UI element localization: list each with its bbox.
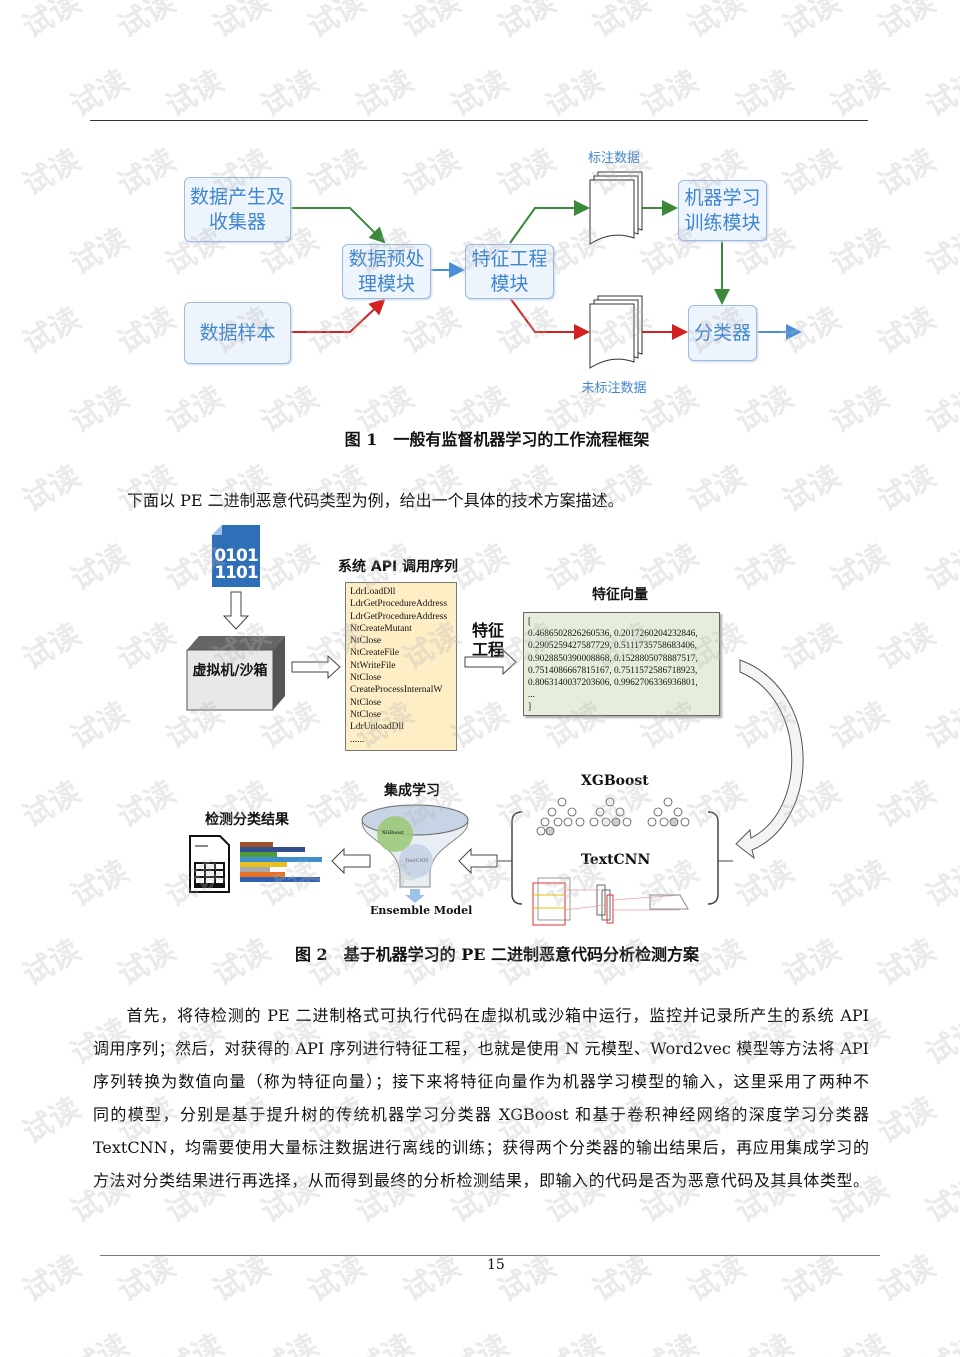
header-rule [90, 120, 868, 121]
ensemble-textcnn-label: TextCNN [405, 858, 429, 864]
binary-file-icon [212, 525, 260, 587]
watermark: 试读 [397, 1248, 467, 1310]
api-call-item: NtCreateMutant [350, 623, 412, 634]
textcnn-label: TextCNN [581, 852, 651, 868]
body-text-line: 同的模型，分别是基于提升树的传统机器学习分类器 XGBoost 和基于卷积神经网… [93, 1105, 869, 1124]
body-text-line: 调用序列；然后，对获得的 API 序列进行特征工程，也就是使用 N 元模型、Wo… [93, 1039, 869, 1058]
preprocess-box: 数据预处理模块 [342, 244, 431, 299]
watermark: 试读 [302, 1248, 372, 1310]
model-bracket [511, 811, 719, 905]
watermark: 试读 [207, 1248, 277, 1310]
feature-vector-line: 0.8063140037203606, 0.9962706336936801, [528, 678, 698, 689]
ensemble-xgboost-label: XGBoost [382, 830, 404, 836]
watermark: 试读 [156, 1321, 230, 1357]
feature-vector-line: [ [528, 617, 532, 627]
unlabeled-data-label: 未标注数据 [581, 381, 647, 396]
watermark: 试读 [920, 1169, 960, 1231]
right-arrow-icon [464, 648, 517, 676]
watermark: 试读 [251, 1321, 325, 1357]
vm-sandbox-box [186, 636, 285, 711]
watermark: 试读 [920, 1011, 960, 1073]
left-arrow-icon [458, 847, 498, 875]
result-table-icon [189, 835, 230, 893]
figure-1-caption: 图 1 一般有监督机器学习的工作流程框架 [344, 430, 650, 449]
ml-training-box: 机器学习训练模块 [678, 180, 767, 241]
watermark: 试读 [682, 1248, 752, 1310]
vm-sandbox-label: 虚拟机/沙箱 [192, 663, 268, 679]
watermark: 试读 [17, 1090, 87, 1152]
watermark: 试读 [492, 1248, 562, 1310]
labeled-data-label: 标注数据 [587, 151, 641, 166]
result-title: 检测分类结果 [205, 812, 289, 828]
feature-vector-line: 0.2905259427587729, 0.5111735758683406, [528, 641, 697, 652]
feature-engineering-label: 特征工程 [472, 621, 505, 659]
down-arrow-icon [222, 591, 250, 630]
classifier-box: 分类器 [688, 305, 757, 361]
watermark: 试读 [872, 1090, 942, 1152]
watermark: 试读 [726, 1321, 800, 1357]
watermark: 试读 [346, 1321, 420, 1357]
footer-rule [100, 1255, 880, 1256]
watermark: 试读 [631, 1321, 705, 1357]
watermark: 试读 [777, 1248, 847, 1310]
unlabeled-data-doc-icon [589, 295, 643, 369]
left-arrow-icon [331, 847, 371, 875]
api-call-item: LdrUnloadDll [350, 722, 404, 733]
feature-engineering-box: 特征工程模块 [465, 244, 554, 299]
feature-vector-line: ... [528, 690, 535, 701]
xgboost-label: XGBoost [581, 773, 649, 789]
page-number: 15 [487, 1257, 505, 1273]
feature-vector-line: 0.4686502826260536, 0.2017260204232846, [528, 629, 698, 640]
right-arrow-icon [291, 654, 341, 680]
api-call-item: NtClose [350, 673, 382, 684]
body-text-line: TextCNN，均需要使用大量标注数据进行离线的训练；获得两个分类器的输出结果后… [93, 1138, 869, 1157]
api-call-item: LdrGetProcedureAddress [350, 611, 448, 622]
feature-vector-box: [0.4686502826260536, 0.2017260204232846,… [523, 612, 720, 716]
figure-2-graphics [186, 525, 804, 926]
api-sequence-title: 系统 API 调用序列 [338, 559, 459, 575]
watermark: 试读 [872, 1248, 942, 1310]
watermark: 试读 [17, 1248, 87, 1310]
body-text-line: 方法对分类结果进行再选择，从而得到最终的分析检测结果，即输入的代码是否为恶意代码… [93, 1171, 869, 1190]
intro-paragraph: 下面以 PE 二进制恶意代码类型为例，给出一个具体的技术方案描述。 [127, 491, 624, 510]
curved-arrow-icon [735, 659, 804, 860]
feature-vector-line: ] [528, 702, 532, 713]
xgboost-trees-icon [536, 797, 690, 836]
feature-vector-line: 0.9028850390008868, 0.1528805078887517, [528, 653, 698, 664]
watermark: 试读 [112, 1248, 182, 1310]
api-call-item: LdrGetProcedureAddress [350, 599, 448, 610]
ensemble-model-label: Ensemble Model [370, 904, 473, 917]
ensemble-funnel-icon [361, 804, 469, 903]
api-call-item: NtClose [350, 636, 382, 647]
api-call-item: LdrLoadDll [350, 587, 396, 597]
watermark: 试读 [61, 1321, 135, 1357]
figure-2-caption: 图 2 基于机器学习的 PE 二进制恶意代码分析检测方案 [294, 945, 700, 964]
watermark: 试读 [587, 1248, 657, 1310]
body-text-line: 序列转换为数值向量（称为特征向量）；接下来将特征向量作为机器学习模型的输入，这里… [93, 1072, 869, 1091]
watermark: 试读 [916, 1321, 960, 1357]
body-text-line: 首先，将待检测的 PE 二进制格式可执行代码在虚拟机或沙箱中运行，监控并记录所产… [93, 1006, 869, 1025]
api-call-item: NtClose [350, 709, 382, 720]
result-bars-icon [240, 842, 322, 882]
watermark: 试读 [821, 1321, 895, 1357]
data-sample-box: 数据样本 [184, 302, 291, 364]
api-call-item: ...... [350, 734, 365, 745]
labeled-data-doc-icon [589, 171, 643, 245]
api-call-item: NtCreateFile [350, 648, 400, 659]
api-call-item: CreateProcessInternalW [350, 685, 443, 696]
api-call-item: NtClose [350, 697, 382, 708]
binary-file-label: 0101 1101 [214, 546, 258, 583]
feature-vector-title: 特征向量 [592, 587, 648, 603]
watermark: 试读 [441, 1321, 515, 1357]
textcnn-graphic [532, 877, 689, 926]
feature-vector-line: 0.7514086667815167, 0.7511572586718923, [528, 665, 698, 676]
watermark: 试读 [536, 1321, 610, 1357]
figure-1-arrows [290, 171, 802, 369]
data-generation-box: 数据产生及收集器 [184, 177, 291, 242]
api-call-item: NtWriteFile [350, 660, 396, 671]
ensemble-learning-title: 集成学习 [384, 783, 440, 799]
